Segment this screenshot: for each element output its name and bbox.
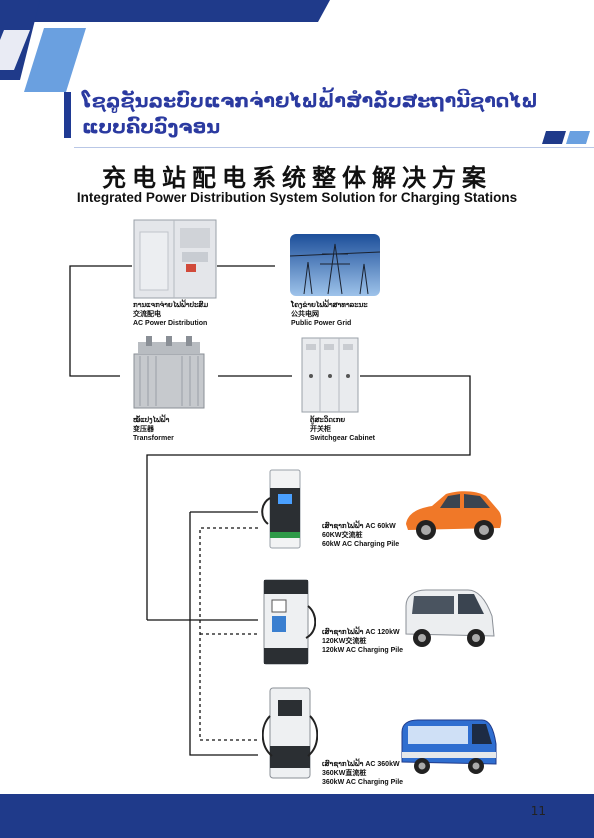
public-grid-lao: ໂຄງຂ່າຍໄຟຟ້າສາທາລະນະ	[291, 302, 368, 309]
ac-distribution-en: AC Power Distribution	[133, 320, 208, 327]
pile-360-en: 360kW AC Charging Pile	[322, 779, 404, 786]
english-title: Integrated Power Distribution System Sol…	[76, 190, 518, 205]
transformer-zh: 变压器	[133, 426, 154, 433]
ac-distribution-zh: 交流配电	[133, 311, 161, 318]
white-van-icon	[405, 589, 495, 647]
switchgear-en: Switchgear Cabinet	[310, 435, 375, 442]
header-divider	[74, 147, 594, 148]
switchgear-zh: 开关柜	[310, 426, 331, 433]
switchgear-lao: ຕູ້ສະວິດເກຍ	[310, 417, 346, 424]
pile-60-en: 60kW AC Charging Pile	[322, 541, 400, 548]
pile-60-zh: 60KW交流桩	[322, 532, 363, 539]
power-tower-icon	[290, 234, 380, 296]
ac-distribution-lao: ການແຈກຈ່າຍໄຟຟ້າປະສົມ	[133, 302, 209, 309]
pile-60-lao: ເສົາຊາກໄຟຟ້າ AC 60kW	[322, 523, 396, 530]
pile-60-caption: ເສົາຊາກໄຟຟ້າ AC 60kW 60KW交流桩 60kW AC Cha…	[322, 522, 399, 549]
pile-120-lao: ເສົາຊາກໄຟຟ້າ AC 120kW	[322, 629, 400, 636]
footer-bar	[0, 794, 594, 838]
charging-pile-120kw-icon	[263, 579, 316, 665]
page-number: 11	[530, 804, 546, 818]
switchgear-caption: ຕູ້ສະວິດເກຍ 开关柜 Switchgear Cabinet	[310, 416, 375, 443]
public-grid-zh: 公共电网	[291, 311, 319, 318]
pile-120-en: 120kW AC Charging Pile	[322, 647, 404, 654]
ac-distribution-cabinet-icon	[133, 219, 217, 299]
pile-360-caption: ເສົາຊາກໄຟຟ້າ AC 360kW 360KW直流桩 360kW AC …	[322, 760, 403, 787]
orange-car-icon	[406, 491, 502, 540]
charging-pile-360kw-icon	[262, 687, 318, 779]
header-decoration	[0, 0, 590, 144]
transformer-icon	[133, 336, 205, 409]
chinese-title: 充电站配电系统整体解决方案	[102, 164, 492, 192]
title-accent-bar	[64, 92, 71, 138]
lao-title: ໂຊລູຊັນລະບົບແຈກຈ່າຍໄຟຟ້າສໍາລັບສະຖານີຊາດໄ…	[82, 90, 538, 138]
ac-distribution-caption: ການແຈກຈ່າຍໄຟຟ້າປະສົມ 交流配电 AC Power Distr…	[133, 301, 208, 328]
transformer-lao: ໝໍ້ແປງໄຟຟ້າ	[133, 417, 170, 424]
pile-120-caption: ເສົາຊາກໄຟຟ້າ AC 120kW 120KW交流桩 120kW AC …	[322, 628, 403, 655]
pile-360-zh: 360KW直流桩	[322, 770, 367, 777]
transformer-en: Transformer	[133, 435, 174, 442]
charging-pile-60kw-icon	[261, 469, 301, 549]
pile-120-zh: 120KW交流桩	[322, 638, 367, 645]
blue-bus-icon	[401, 719, 497, 774]
public-grid-en: Public Power Grid	[291, 320, 352, 327]
transformer-caption: ໝໍ້ແປງໄຟຟ້າ 变压器 Transformer	[133, 416, 174, 443]
public-grid-caption: ໂຄງຂ່າຍໄຟຟ້າສາທາລະນະ 公共电网 Public Power G…	[291, 301, 368, 328]
switchgear-cabinet-icon	[301, 337, 359, 413]
pile-360-lao: ເສົາຊາກໄຟຟ້າ AC 360kW	[322, 761, 400, 768]
